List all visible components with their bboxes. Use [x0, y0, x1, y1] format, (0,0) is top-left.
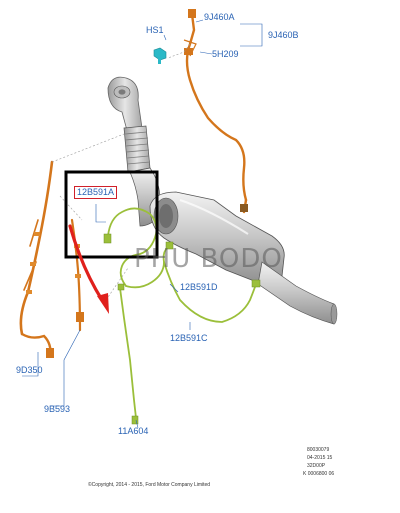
dashed-routing-lines [51, 43, 191, 301]
callout-9j460b: 9J460B [268, 30, 299, 40]
red-arrow-icon [68, 224, 109, 314]
callout-5h209: 5H209 [212, 49, 239, 59]
revision-date: 04-2015 15 [307, 455, 333, 461]
exhaust-manifold [107, 76, 143, 135]
callout-12b591a: 12B591A [74, 186, 118, 199]
document-id: K 0006800 06 [303, 471, 335, 477]
part-code: 32D00P [307, 463, 326, 469]
sensor-connectors [103, 233, 261, 425]
copyright-notice: ©Copyright, 2014 - 2015, Ford Motor Comp… [88, 482, 211, 488]
callout-9d350: 9D350 [16, 365, 43, 375]
reference-code: 80030079 [307, 447, 330, 453]
exhaust-rear-pipe [257, 261, 338, 325]
harness-clips-lower [26, 232, 81, 294]
callout-12b591c: 12B591C [170, 333, 208, 343]
bolt-icon [153, 47, 167, 64]
callout-9b593: 9B593 [44, 404, 71, 414]
callout-9j460a: 9J460A [204, 12, 235, 22]
callout-leader-lines [22, 19, 263, 429]
oxygen-sensor-harness-upper [184, 9, 248, 214]
focus-frame [64, 170, 159, 259]
callout-12b591d: 12B591D [180, 282, 218, 292]
harness-clip-upper [183, 39, 197, 57]
catalytic-converter [149, 191, 285, 286]
watermark: PHU BODO [134, 244, 283, 274]
callout-11a604: 11A604 [118, 426, 149, 436]
flexible-pipe [123, 125, 151, 173]
callout-hs1: HS1 [146, 25, 164, 35]
